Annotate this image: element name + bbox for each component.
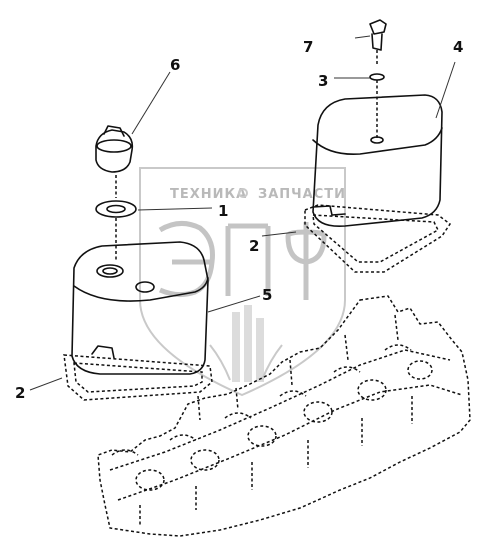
callout-2-left: 2 bbox=[15, 384, 25, 402]
callout-labels: 7 3 4 6 1 2 5 2 bbox=[15, 38, 463, 402]
watermark: ТЕХНИКА ЗАПЧАСТИ bbox=[139, 167, 346, 397]
part-3-washer bbox=[369, 73, 385, 140]
callout-4: 4 bbox=[453, 38, 463, 56]
callout-3: 3 bbox=[318, 72, 328, 90]
part-4-right-cover bbox=[312, 94, 443, 228]
callout-1: 1 bbox=[218, 202, 228, 220]
cylinder-head bbox=[97, 295, 471, 537]
callout-5: 5 bbox=[262, 286, 272, 304]
callout-2-right: 2 bbox=[249, 237, 259, 255]
callout-6: 6 bbox=[170, 56, 180, 74]
part-6-cap bbox=[95, 125, 134, 173]
part-2-right-gasket bbox=[304, 204, 452, 273]
part-2-left-gasket bbox=[63, 354, 213, 401]
part-7-fitting bbox=[369, 19, 387, 66]
watermark-logo bbox=[158, 221, 327, 300]
watermark-left-word: ТЕХНИКА bbox=[170, 187, 247, 202]
leader-lines bbox=[29, 35, 456, 391]
callout-7: 7 bbox=[303, 38, 313, 56]
part-1-seal bbox=[95, 175, 137, 262]
watermark-right-word: ЗАПЧАСТИ bbox=[258, 187, 346, 202]
part-5-left-cover bbox=[71, 241, 209, 375]
